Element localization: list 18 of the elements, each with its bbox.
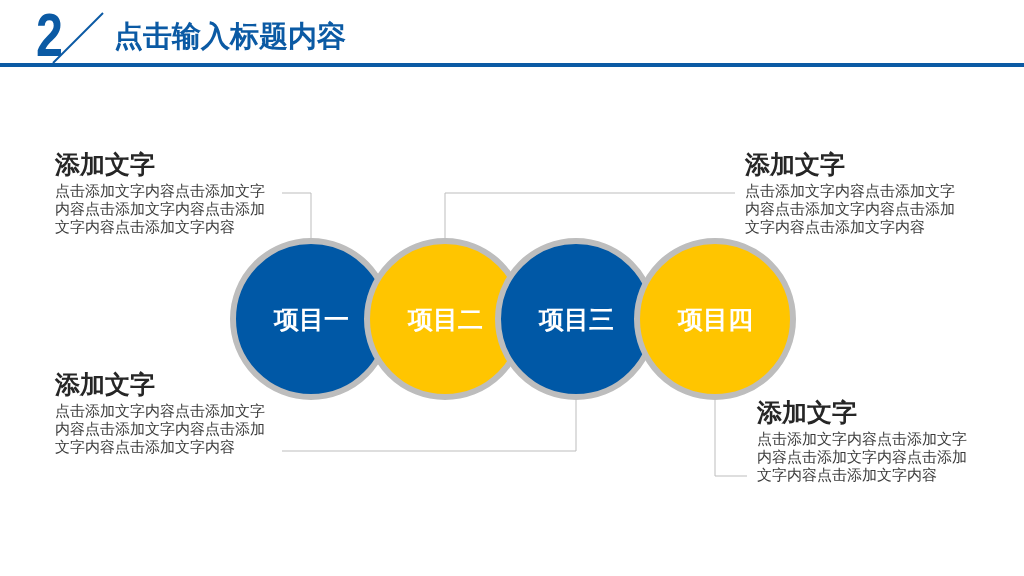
section-number: 2 [36, 4, 63, 66]
item-label: 项目二 [407, 306, 483, 332]
leader-line [281, 399, 577, 452]
block-heading: 添加文字 [745, 149, 845, 179]
block-body-text: 点击添加文字内容点击添加文字内容点击添加文字内容点击添加文字内容点击添加文字内容 [55, 182, 266, 236]
block-body-text: 点击添加文字内容点击添加文字内容点击添加文字内容点击添加文字内容点击添加文字内容 [757, 430, 968, 484]
slide-title: 点击输入标题内容 [114, 22, 346, 51]
leader-line [714, 399, 748, 477]
leader-line [444, 192, 736, 239]
block-heading: 添加文字 [757, 397, 857, 427]
item-label: 项目一 [273, 306, 349, 332]
block-heading: 添加文字 [55, 149, 155, 179]
block-heading: 添加文字 [55, 369, 155, 399]
block-body-text: 点击添加文字内容点击添加文字内容点击添加文字内容点击添加文字内容点击添加文字内容 [55, 402, 266, 456]
item-label: 项目四 [677, 306, 753, 332]
leader-line [281, 192, 312, 239]
item-label: 项目三 [538, 306, 614, 332]
block-body-text: 点击添加文字内容点击添加文字内容点击添加文字内容点击添加文字内容点击添加文字内容 [745, 182, 956, 236]
